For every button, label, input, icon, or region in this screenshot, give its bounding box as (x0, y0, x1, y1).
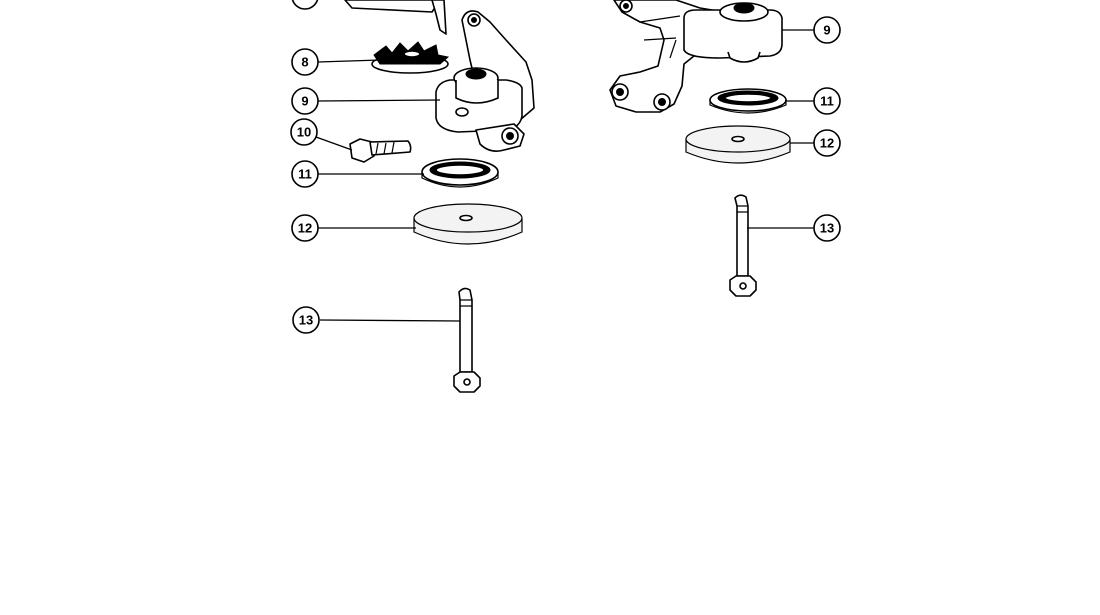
right-assembly: 9 11 12 13 (609, 0, 841, 297)
left-assembly: 8 9 10 11 12 13 (290, 0, 535, 393)
left-mount-bracket (435, 10, 535, 152)
left-callout-9-bubble (291, 87, 319, 115)
left-callout-11: 11 (298, 167, 312, 182)
right-callout-11: 11 (820, 94, 834, 109)
right-mount-bracket (609, 0, 783, 113)
left-callout-10: 10 (297, 125, 311, 140)
left-callout-8: 8 (301, 55, 308, 70)
left-leader-10 (315, 136, 353, 151)
left-callout-10-bubble (290, 118, 318, 146)
left-seal-ring (421, 158, 499, 188)
left-flat-washer (413, 203, 523, 245)
left-upper-bracket-stud (431, 0, 447, 35)
left-leader-13 (319, 319, 461, 322)
right-seal-ring (709, 88, 787, 114)
left-small-bolt (349, 138, 412, 163)
left-upper-bracket-partial (344, 0, 441, 13)
left-leader-8 (317, 59, 381, 63)
left-callout-12-bubble (291, 214, 319, 242)
left-callout-13-bubble (292, 306, 320, 334)
left-callout-9: 9 (301, 94, 308, 109)
left-callout-12: 12 (298, 221, 312, 236)
left-callout-11-bubble (291, 160, 319, 188)
left-star-snubber (371, 41, 450, 74)
right-callout-13: 13 (820, 221, 834, 236)
left-callout-8-bubble (291, 48, 319, 76)
right-callout-9-bubble (813, 16, 841, 44)
left-long-bolt (453, 287, 481, 393)
right-callout-9: 9 (823, 23, 830, 38)
right-callout-11-bubble (813, 87, 841, 115)
right-flat-washer (685, 125, 791, 164)
left-callout-bubble-partial (291, 0, 319, 10)
right-callout-12-bubble (813, 129, 841, 157)
right-callout-13-bubble (813, 214, 841, 242)
left-leader-9 (317, 99, 441, 102)
right-long-bolt (729, 194, 757, 297)
left-callout-13: 13 (299, 313, 313, 328)
right-callout-12: 12 (820, 136, 834, 151)
